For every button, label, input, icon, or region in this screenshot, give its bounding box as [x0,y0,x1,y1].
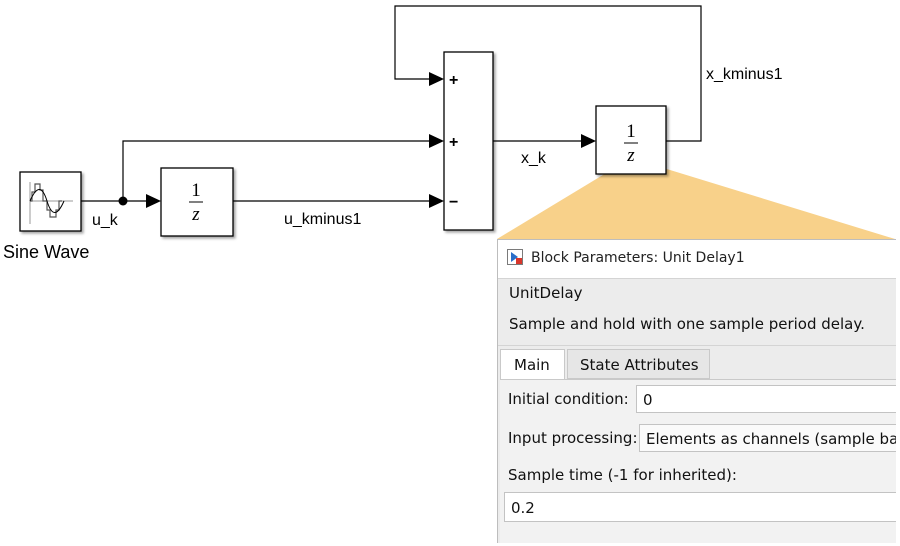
divider [498,278,896,279]
block-type-label: UnitDelay [509,284,583,302]
sum-sign-3: − [449,194,458,211]
input-processing-select[interactable]: Elements as channels (sample ba [639,424,896,452]
unit-delay-block[interactable]: 1 z [160,167,234,237]
label-x_k: x_k [521,150,547,167]
block-parameters-icon [507,249,523,265]
sample-time-label: Sample time (-1 for inherited): [508,466,737,484]
tab-main[interactable]: Main [500,349,565,379]
unit-delay1-denominator: z [626,145,635,166]
unit-delay1-block[interactable]: 1 z [595,105,667,175]
tab-state-attributes[interactable]: State Attributes [567,349,710,379]
unit-delay-denominator: z [191,204,200,225]
block-parameters-dialog: Block Parameters: Unit Delay1 UnitDelay … [497,239,896,543]
label-x_kminus1: x_kminus1 [706,66,783,83]
initial-condition-label: Initial condition: [508,390,629,408]
sine-wave-icon [29,182,73,224]
sum-block[interactable]: + + − [443,51,494,231]
dialog-titlebar[interactable]: Block Parameters: Unit Delay1 [498,240,896,278]
sine-wave-block[interactable] [19,171,82,232]
sine-wave-label: Sine Wave [3,242,89,262]
unit-delay1-numerator: 1 [626,121,636,142]
initial-condition-field[interactable]: 0 [636,385,896,413]
unit-delay-numerator: 1 [191,180,201,201]
arrowheads [146,72,596,208]
sum-sign-1: + [449,72,458,89]
sum-sign-2: + [449,134,458,151]
branch-point [118,196,128,206]
label-u_k: u_k [92,212,119,229]
callout-wedge [497,158,895,239]
sample-time-field[interactable]: 0.2 [504,492,896,522]
block-description: Sample and hold with one sample period d… [509,315,865,333]
main-tab-panel: Initial condition: 0 Input processing: E… [500,379,896,543]
divider [498,345,896,346]
dialog-title: Block Parameters: Unit Delay1 [531,250,745,266]
signal-u_k [81,5,702,202]
input-processing-label: Input processing: [508,429,638,447]
label-u_kminus1: u_kminus1 [284,211,361,228]
